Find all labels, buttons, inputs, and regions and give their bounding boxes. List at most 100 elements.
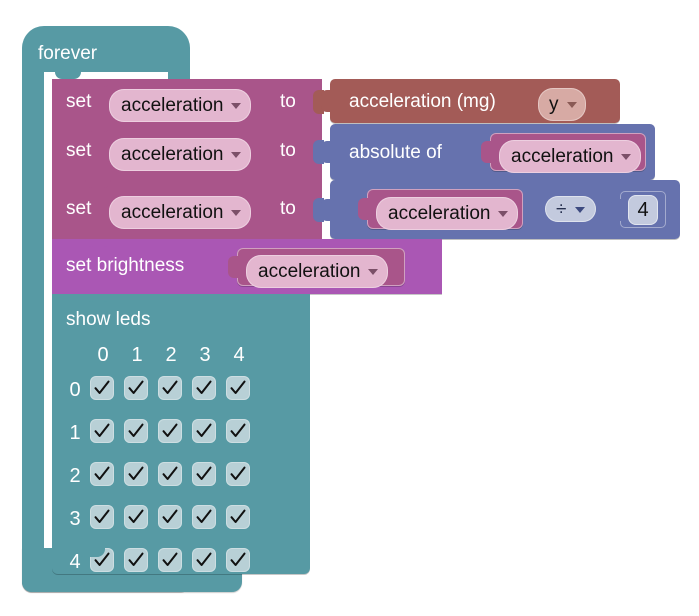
led-cell-1-2[interactable] [158, 419, 182, 443]
set-variable-block-1[interactable]: set acceleration to [52, 124, 324, 180]
led-cell-3-2[interactable] [158, 505, 182, 529]
led-cell-2-2[interactable] [158, 462, 182, 486]
led-column-header-2: 2 [165, 344, 177, 366]
number-input[interactable]: 4 [628, 195, 658, 225]
show-leds-block[interactable]: show leds 0 1 2 3 4 0 1 2 3 4 [52, 294, 310, 574]
absolute-of-label: absolute of [349, 142, 442, 163]
arithmetic-right-number-block[interactable]: 4 [611, 191, 666, 228]
led-cell-3-1[interactable] [124, 505, 148, 529]
block-plug [481, 141, 491, 163]
check-icon [230, 552, 246, 566]
axis-value: y [549, 93, 559, 115]
led-cell-3-3[interactable] [192, 505, 216, 529]
set-brightness-block[interactable]: set brightness acceleration [52, 239, 442, 294]
chevron-down-icon [231, 103, 242, 109]
check-icon [94, 466, 110, 480]
value-socket-2 [313, 198, 324, 222]
led-cell-3-4[interactable] [226, 505, 250, 529]
variable-name-1: acceleration [121, 143, 224, 165]
check-icon [162, 423, 178, 437]
led-row-header-3: 3 [69, 508, 81, 530]
check-icon [230, 466, 246, 480]
chevron-down-icon [231, 210, 242, 216]
check-icon [196, 552, 212, 566]
led-cell-1-3[interactable] [192, 419, 216, 443]
led-row-header-0: 0 [69, 379, 81, 401]
led-cell-1-4[interactable] [226, 419, 250, 443]
absolute-of-block[interactable]: absolute of acceleration [321, 124, 655, 180]
led-cell-4-3[interactable] [192, 548, 216, 572]
check-icon [162, 509, 178, 523]
led-cell-4-4[interactable] [226, 548, 250, 572]
to-keyword-2: to [280, 198, 296, 219]
set-variable-block-2[interactable]: set acceleration to [52, 180, 324, 239]
set-keyword-1: set [66, 140, 92, 161]
check-icon [196, 466, 212, 480]
block-plug [321, 141, 331, 163]
block-notch [85, 79, 111, 87]
to-keyword-1: to [280, 140, 296, 161]
variable-dropdown-brightness[interactable]: acceleration [246, 255, 389, 288]
chevron-down-icon [231, 152, 242, 158]
chevron-down-icon [566, 102, 577, 108]
variable-dropdown-left[interactable]: acceleration [376, 197, 519, 230]
led-cell-3-0[interactable] [90, 505, 114, 529]
absolute-operand-variable-block[interactable]: acceleration [481, 133, 646, 173]
led-cell-0-3[interactable] [192, 376, 216, 400]
led-column-header-4: 4 [233, 344, 245, 366]
operator-value: ÷ [556, 198, 567, 220]
block-notch [85, 124, 111, 132]
set-variable-block-0[interactable]: set acceleration to [52, 79, 324, 124]
block-plug [321, 90, 331, 112]
variable-dropdown-1[interactable]: acceleration [109, 138, 252, 171]
check-icon [196, 509, 212, 523]
forever-foot-notch [77, 548, 105, 557]
led-cell-0-0[interactable] [90, 376, 114, 400]
show-leds-label: show leds [66, 309, 151, 330]
check-icon [162, 380, 178, 394]
block-notch [85, 180, 111, 188]
led-row-header-1: 1 [69, 422, 81, 444]
led-cell-2-1[interactable] [124, 462, 148, 486]
led-cell-1-0[interactable] [90, 419, 114, 443]
variable-name-abs: acceleration [511, 145, 614, 167]
led-cell-0-4[interactable] [226, 376, 250, 400]
variable-dropdown-abs[interactable]: acceleration [499, 140, 642, 173]
axis-dropdown[interactable]: y [538, 88, 586, 121]
led-cell-0-2[interactable] [158, 376, 182, 400]
led-cell-4-1[interactable] [124, 548, 148, 572]
variable-name-left: acceleration [388, 202, 491, 224]
led-cell-0-1[interactable] [124, 376, 148, 400]
led-cell-4-2[interactable] [158, 548, 182, 572]
check-icon [94, 552, 110, 566]
check-icon [128, 423, 144, 437]
led-cell-1-1[interactable] [124, 419, 148, 443]
chevron-down-icon [575, 207, 586, 213]
variable-name-0: acceleration [121, 94, 224, 116]
variable-dropdown-0[interactable]: acceleration [109, 89, 252, 122]
variable-dropdown-2[interactable]: acceleration [109, 196, 252, 229]
led-cell-2-4[interactable] [226, 462, 250, 486]
check-icon [230, 509, 246, 523]
check-icon [94, 380, 110, 394]
arithmetic-block[interactable]: acceleration ÷ 4 [321, 180, 680, 239]
number-value: 4 [637, 198, 649, 221]
check-icon [94, 509, 110, 523]
acceleration-input-block[interactable]: acceleration (mg) y [321, 79, 620, 123]
led-cell-2-0[interactable] [90, 462, 114, 486]
block-plug [611, 198, 621, 221]
block-plug [358, 198, 368, 220]
check-icon [94, 423, 110, 437]
forever-label: forever [38, 43, 98, 64]
block-plug [321, 198, 331, 221]
led-cell-2-3[interactable] [192, 462, 216, 486]
brightness-argument-variable-block[interactable]: acceleration [228, 248, 405, 288]
led-row-header-4: 4 [69, 551, 81, 573]
value-socket-0 [313, 90, 324, 114]
led-row-header-2: 2 [69, 465, 81, 487]
check-icon [128, 380, 144, 394]
check-icon [230, 380, 246, 394]
operator-dropdown[interactable]: ÷ [545, 196, 597, 222]
arithmetic-left-variable-block[interactable]: acceleration [358, 189, 523, 230]
